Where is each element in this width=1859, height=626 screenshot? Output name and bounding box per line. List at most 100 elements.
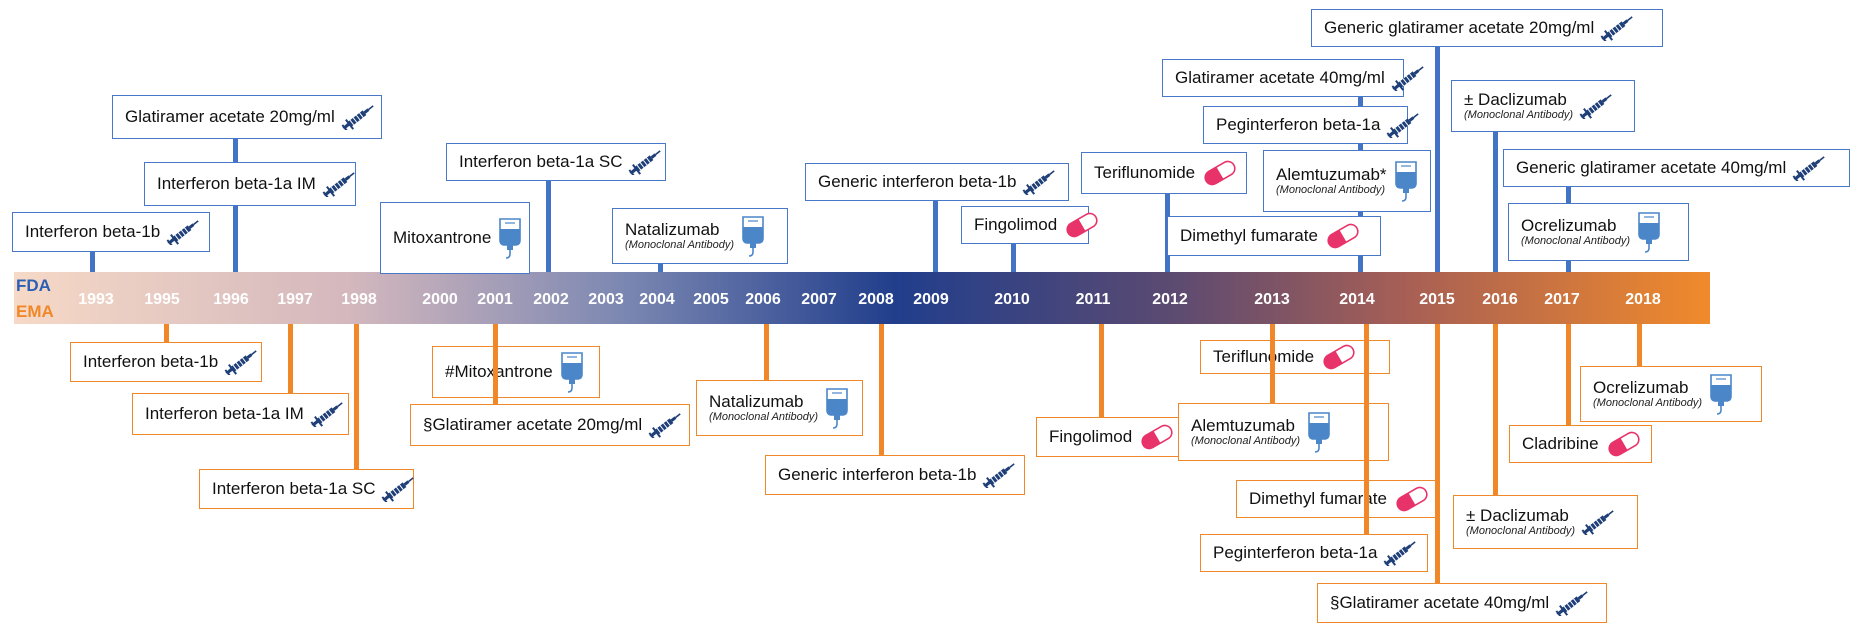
year-label: 2018 bbox=[1625, 291, 1661, 308]
ema-connector-line bbox=[1099, 324, 1104, 417]
year-label: 1993 bbox=[78, 291, 114, 308]
year-label: 2010 bbox=[994, 291, 1030, 308]
year-label: 2015 bbox=[1419, 291, 1455, 308]
ema-connector-line bbox=[164, 324, 169, 342]
drug-class: (Monoclonal Antibody) bbox=[1593, 397, 1703, 410]
drug-class: (Monoclonal Antibody) bbox=[709, 411, 819, 424]
syringe-icon bbox=[1022, 169, 1058, 195]
ema-connector-line bbox=[1493, 324, 1498, 495]
drug-name: Dimethyl fumarate bbox=[1180, 226, 1318, 246]
fda-approval-peginterferon-beta-1a: Peginterferon beta-1a bbox=[1203, 106, 1420, 144]
iv-bag-icon bbox=[497, 216, 523, 260]
fda-connector-line bbox=[1493, 132, 1498, 272]
ema-approval-daclizumab: ± Daclizumab(Monoclonal Antibody) bbox=[1453, 495, 1638, 549]
syringe-icon bbox=[1555, 590, 1591, 616]
fda-approval-mitoxantrone: Mitoxantrone bbox=[380, 202, 530, 274]
syringe-icon bbox=[322, 171, 358, 197]
ema-connector-line bbox=[764, 324, 769, 380]
ema-approval-interferon-beta-1b: Interferon beta-1b bbox=[70, 342, 262, 382]
drug-class: (Monoclonal Antibody) bbox=[1276, 184, 1386, 197]
drug-name: ± Daclizumab bbox=[1464, 89, 1567, 109]
drug-name: ± Daclizumab bbox=[1466, 505, 1569, 525]
drug-name: Interferon beta-1a IM bbox=[157, 174, 316, 194]
drug-name: Glatiramer acetate 40mg/ml bbox=[1175, 68, 1385, 88]
drug-name: Interferon beta-1a IM bbox=[145, 404, 304, 424]
pill-icon bbox=[1138, 424, 1176, 450]
drug-name: Peginterferon beta-1a bbox=[1216, 115, 1381, 135]
syringe-icon bbox=[224, 349, 260, 375]
year-label: 2000 bbox=[422, 291, 458, 308]
fda-connector-line bbox=[658, 264, 663, 272]
year-label: 2001 bbox=[477, 291, 513, 308]
iv-bag-icon bbox=[1393, 159, 1419, 203]
ema-connector-line bbox=[288, 324, 293, 393]
fda-approval-glatiramer-acetate-20mg-ml: Glatiramer acetate 20mg/ml bbox=[112, 95, 382, 139]
drug-name: Interferon beta-1b bbox=[83, 352, 219, 372]
syringe-icon bbox=[1391, 65, 1427, 91]
year-label: 1995 bbox=[144, 291, 180, 308]
syringe-icon bbox=[1383, 540, 1419, 566]
ema-approval-interferon-beta-1a-sc: Interferon beta-1a SC bbox=[199, 469, 417, 509]
syringe-icon bbox=[341, 104, 377, 130]
drug-name: Natalizumab bbox=[709, 391, 804, 411]
fda-approval-alemtuzumab: Alemtuzumab*(Monoclonal Antibody) bbox=[1263, 150, 1431, 212]
drug-name: Ocrelizumab bbox=[1593, 377, 1689, 397]
year-label: 2007 bbox=[801, 291, 837, 308]
ema-connector-line bbox=[1364, 324, 1369, 534]
drug-name: §Glatiramer acetate 20mg/ml bbox=[423, 415, 643, 435]
iv-bag-icon bbox=[740, 214, 766, 258]
drug-name: Generic interferon beta-1b bbox=[818, 172, 1017, 192]
pill-icon bbox=[1605, 431, 1643, 457]
year-label: 2002 bbox=[533, 291, 569, 308]
year-label: 2009 bbox=[913, 291, 949, 308]
drug-name: Teriflunomide bbox=[1094, 163, 1196, 183]
year-label: 2004 bbox=[639, 291, 675, 308]
fda-connector-line bbox=[933, 201, 938, 272]
ema-approval-peginterferon-beta-1a: Peginterferon beta-1a bbox=[1200, 534, 1428, 572]
ema-connector-line bbox=[493, 324, 498, 404]
drug-name: Mitoxantrone bbox=[393, 228, 492, 248]
drug-name: Interferon beta-1a SC bbox=[459, 152, 623, 172]
drug-name: Generic glatiramer acetate 40mg/ml bbox=[1516, 158, 1787, 178]
ema-connector-line bbox=[1270, 324, 1275, 403]
pill-icon bbox=[1324, 223, 1362, 249]
ema-approval-generic-interferon-beta-1b: Generic interferon beta-1b bbox=[765, 455, 1025, 495]
fda-approval-fingolimod: Fingolimod bbox=[961, 206, 1098, 244]
fda-approval-generic-glatiramer-acetate-20mg-ml: Generic glatiramer acetate 20mg/ml bbox=[1311, 9, 1663, 47]
year-label: 1996 bbox=[213, 291, 249, 308]
fda-connector-line bbox=[233, 206, 238, 272]
drug-name: Generic interferon beta-1b bbox=[778, 465, 977, 485]
drug-class: (Monoclonal Antibody) bbox=[1466, 525, 1576, 538]
ema-approval-mitoxantrone: #Mitoxantrone bbox=[432, 346, 600, 398]
fda-approval-generic-interferon-beta-1b: Generic interferon beta-1b bbox=[805, 163, 1069, 201]
ema-connector-line bbox=[879, 324, 884, 455]
ema-approval-natalizumab: Natalizumab(Monoclonal Antibody) bbox=[696, 380, 863, 436]
ema-approval-teriflunomide: Teriflunomide bbox=[1200, 340, 1390, 374]
drug-name: Glatiramer acetate 20mg/ml bbox=[125, 107, 335, 127]
drug-name: Alemtuzumab bbox=[1191, 415, 1295, 435]
year-label: 2005 bbox=[693, 291, 729, 308]
year-label: 2013 bbox=[1254, 291, 1290, 308]
syringe-icon bbox=[1581, 509, 1617, 535]
year-label: 2006 bbox=[745, 291, 781, 308]
drug-name: Dimethyl fumarate bbox=[1249, 489, 1387, 509]
ema-legend-label: EMA bbox=[16, 302, 54, 321]
iv-bag-icon bbox=[824, 386, 850, 430]
fda-approval-interferon-beta-1a-im: Interferon beta-1a IM bbox=[144, 162, 356, 206]
drug-class: (Monoclonal Antibody) bbox=[625, 239, 735, 252]
fda-approval-teriflunomide: Teriflunomide bbox=[1081, 152, 1247, 194]
ema-connector-line bbox=[354, 324, 359, 469]
fda-approval-interferon-beta-1b: Interferon beta-1b bbox=[12, 212, 210, 252]
ema-approval-alemtuzumab: Alemtuzumab(Monoclonal Antibody) bbox=[1178, 403, 1389, 461]
ema-approval-dimethyl-fumarate: Dimethyl fumarate bbox=[1236, 480, 1436, 518]
year-label: 2008 bbox=[858, 291, 894, 308]
syringe-icon bbox=[381, 476, 417, 502]
iv-bag-icon bbox=[1306, 410, 1332, 454]
syringe-icon bbox=[166, 219, 202, 245]
fda-approval-daclizumab: ± Daclizumab(Monoclonal Antibody) bbox=[1451, 80, 1635, 132]
year-label: 2003 bbox=[588, 291, 624, 308]
iv-bag-icon bbox=[559, 350, 585, 394]
fda-approval-interferon-beta-1a-sc: Interferon beta-1a SC bbox=[446, 143, 666, 181]
syringe-icon bbox=[1579, 93, 1615, 119]
